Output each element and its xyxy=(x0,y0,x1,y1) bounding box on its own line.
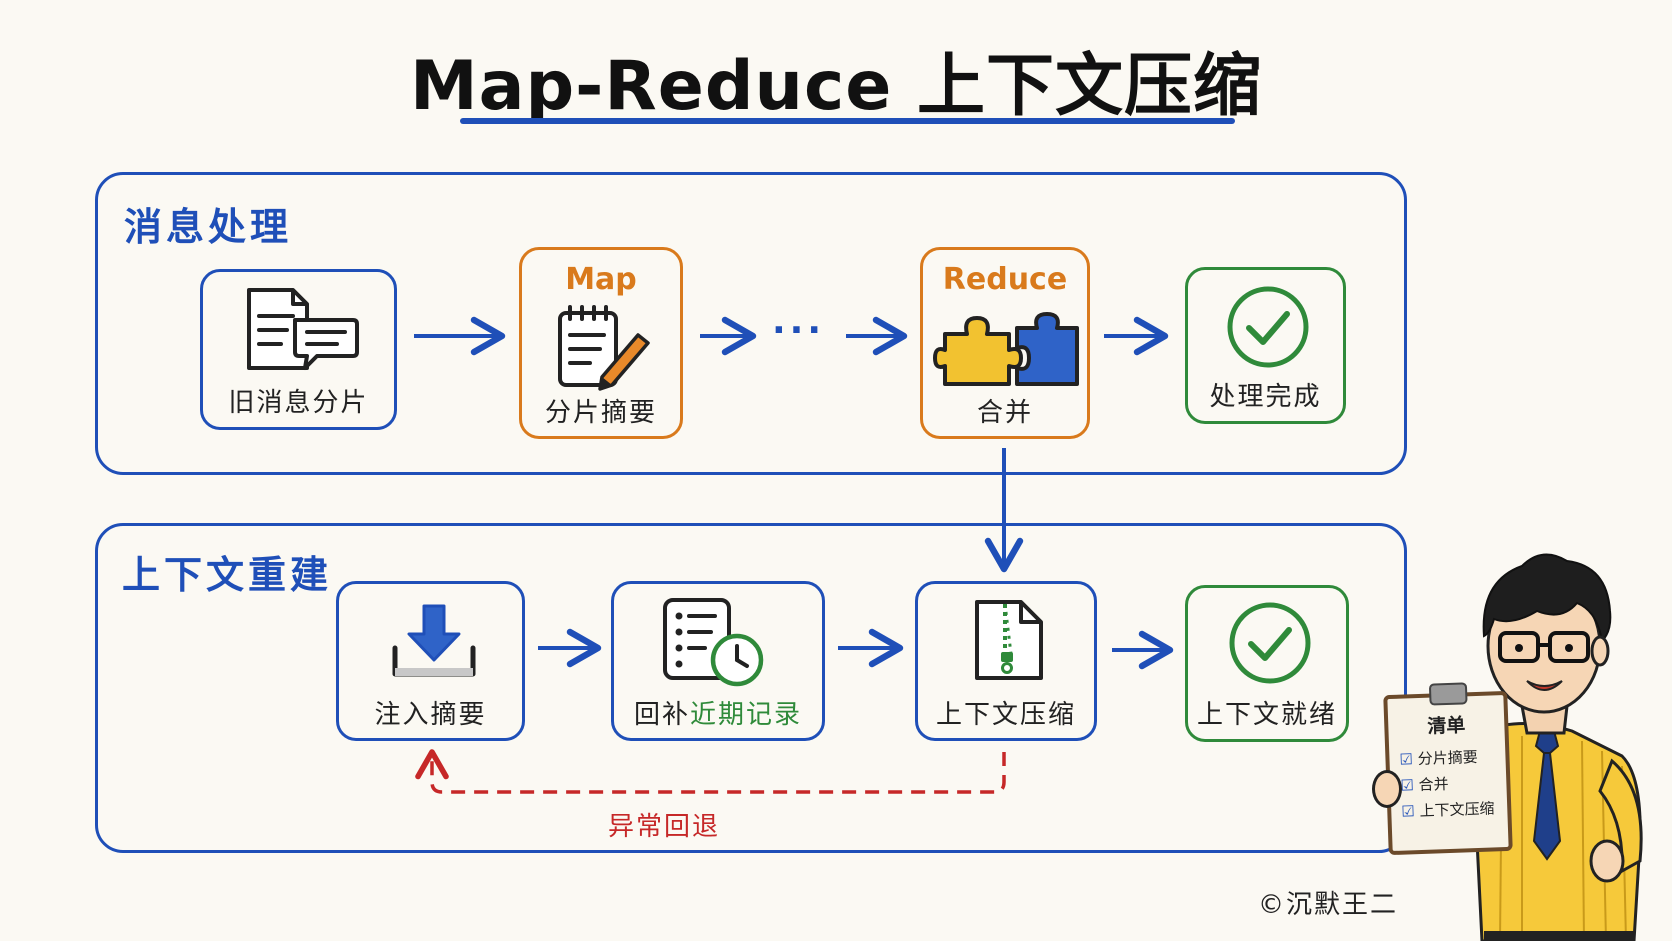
list-clock-icon xyxy=(663,598,764,687)
node-label: 处理完成 xyxy=(1209,382,1322,412)
section-message-processing xyxy=(95,172,1407,475)
node-context-ready: 上下文就绪 xyxy=(1185,585,1349,742)
node-label: 注入摘要 xyxy=(374,700,487,730)
check-circle-icon xyxy=(1229,602,1311,684)
checklist-item: ☑ 分片摘要 xyxy=(1399,746,1478,770)
checklist-item-label: 上下文压缩 xyxy=(1419,799,1495,821)
documents-chat-icon xyxy=(247,288,359,370)
node-map-shard-summary: Map 分片摘要 xyxy=(519,247,683,439)
presenter-illustration xyxy=(1475,553,1643,941)
node-label: 分片摘要 xyxy=(544,398,657,428)
node-label: 旧消息分片 xyxy=(228,388,369,418)
section-label-context-rebuild: 上下文重建 xyxy=(122,553,333,597)
node-label: 回补近期记录 xyxy=(614,694,822,731)
node-label-part-a: 回补 xyxy=(633,700,690,730)
notepad-pencil-icon xyxy=(558,305,650,391)
fallback-dashed-arrow xyxy=(415,749,1006,794)
puzzle-icon xyxy=(933,312,1079,386)
checklist-item-label: 分片摘要 xyxy=(1417,747,1479,769)
checklist-clipboard: 清单 ☑ 分片摘要 ☑ 合并 ☑ 上下文压缩 xyxy=(1383,682,1513,856)
checkbox-checked-icon: ☑ xyxy=(1399,750,1414,769)
checkbox-checked-icon: ☑ xyxy=(1400,776,1415,795)
checklist-item: ☑ 合并 xyxy=(1400,773,1449,796)
node-inject-summary: 注入摘要 xyxy=(336,581,525,741)
zip-file-icon xyxy=(975,600,1043,680)
checklist-item-label: 合并 xyxy=(1418,774,1449,795)
ellipsis: ··· xyxy=(772,310,826,351)
title-underline xyxy=(460,118,1235,124)
credit-text: ©沉默王二 xyxy=(1258,890,1399,920)
checkbox-checked-icon: ☑ xyxy=(1401,802,1416,821)
node-context-compression: 上下文压缩 xyxy=(915,581,1097,741)
clipboard-clip xyxy=(1428,682,1468,706)
node-label-part-b: 近期记录 xyxy=(690,700,803,730)
check-circle-icon xyxy=(1227,286,1309,368)
node-head-map: Map xyxy=(565,262,637,297)
left-hand xyxy=(1372,770,1402,808)
node-processing-complete: 处理完成 xyxy=(1185,267,1346,424)
node-old-message-shards: 旧消息分片 xyxy=(200,269,397,430)
node-backfill-recent: 回补近期记录 xyxy=(611,581,825,741)
node-label: 上下文就绪 xyxy=(1196,700,1337,730)
download-tray-icon xyxy=(392,604,476,677)
section-context-rebuild xyxy=(95,523,1407,853)
checklist-item: ☑ 上下文压缩 xyxy=(1401,797,1495,821)
section-label-message-processing: 消息处理 xyxy=(124,205,293,249)
fallback-label: 异常回退 xyxy=(608,812,721,842)
page-title: Map-Reduce 上下文压缩 xyxy=(409,47,1263,126)
checklist-title: 清单 xyxy=(1426,714,1466,738)
node-label: 上下文压缩 xyxy=(935,700,1076,730)
node-head-reduce: Reduce xyxy=(942,262,1068,297)
node-label: 合并 xyxy=(976,398,1033,428)
node-reduce-merge: Reduce 合并 xyxy=(920,247,1090,439)
